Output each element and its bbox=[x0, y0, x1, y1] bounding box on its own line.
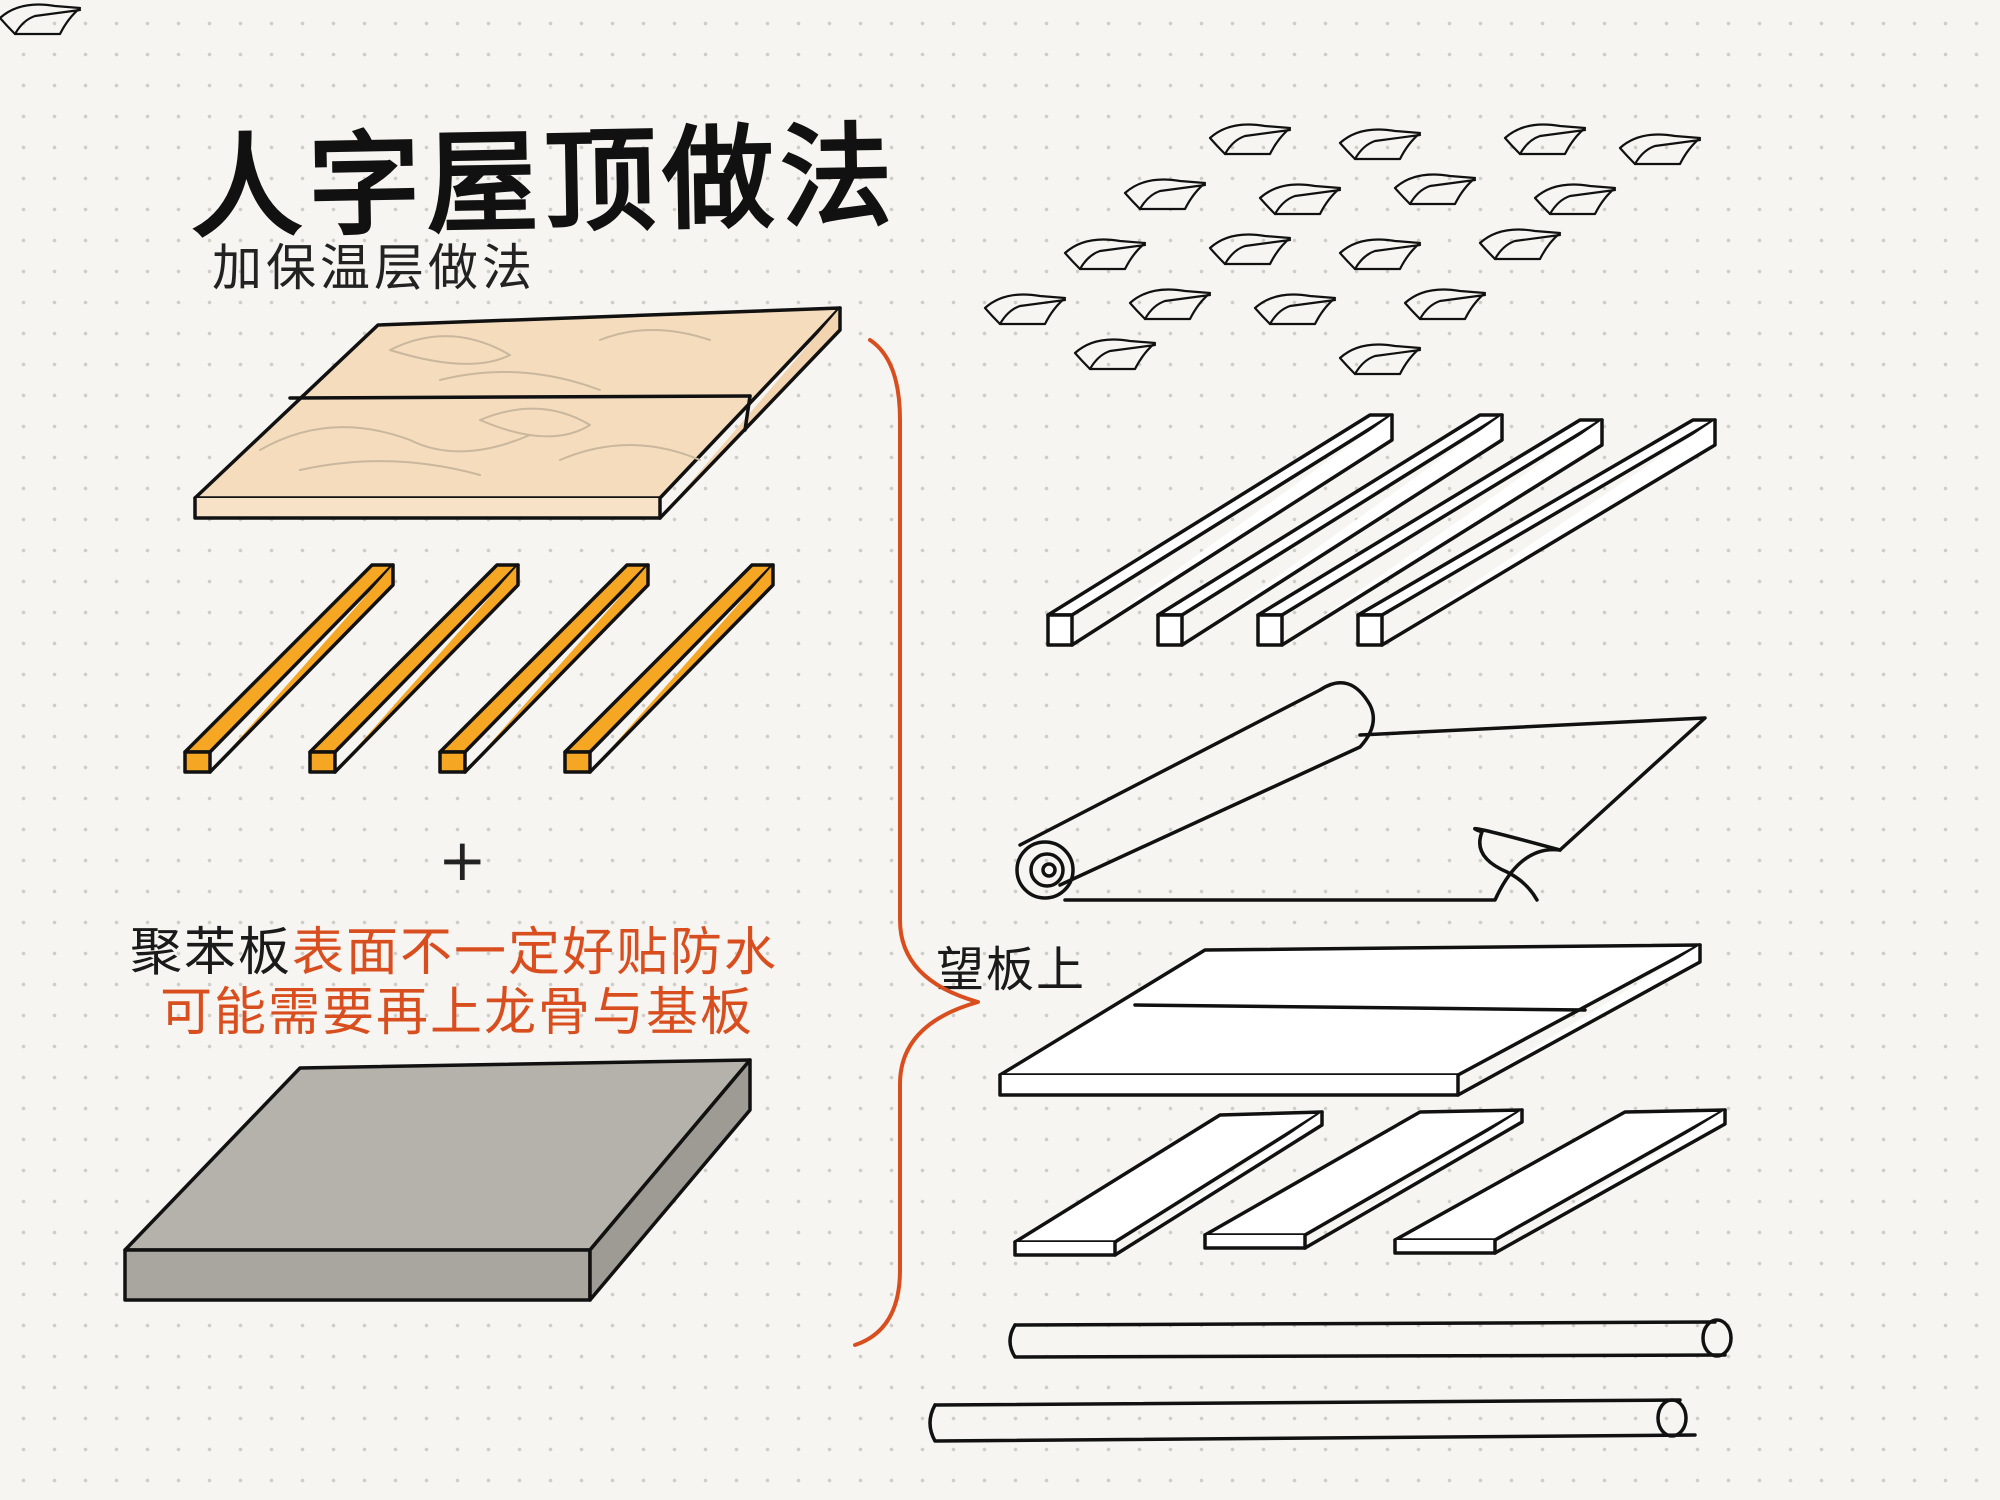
note-line-2: 可能需要再上龙骨与基板 bbox=[160, 983, 755, 1043]
wood-board-icon bbox=[193, 306, 842, 520]
battens-icon bbox=[183, 563, 775, 774]
note-label: 聚苯板 bbox=[130, 923, 293, 983]
membrane-roll-icon bbox=[1015, 681, 1707, 902]
note-line-1-rest: 表面不一定好贴防水 bbox=[292, 923, 779, 983]
plus-sign: + bbox=[438, 826, 487, 894]
brace-icon bbox=[853, 338, 980, 1347]
rafters-icon bbox=[1013, 1108, 1727, 1257]
subtitle: 加保温层做法 bbox=[212, 239, 536, 297]
board-icon bbox=[998, 943, 1702, 1097]
brace-label: 望板上 bbox=[936, 942, 1087, 998]
battens-icon bbox=[1046, 413, 1717, 647]
note-line-1: 聚苯板表面不一定好贴防水 bbox=[130, 910, 778, 985]
purlins-icon bbox=[928, 1318, 1733, 1443]
foam-board-icon bbox=[123, 1058, 752, 1302]
roof-tiles-icon bbox=[0, 3, 1702, 376]
